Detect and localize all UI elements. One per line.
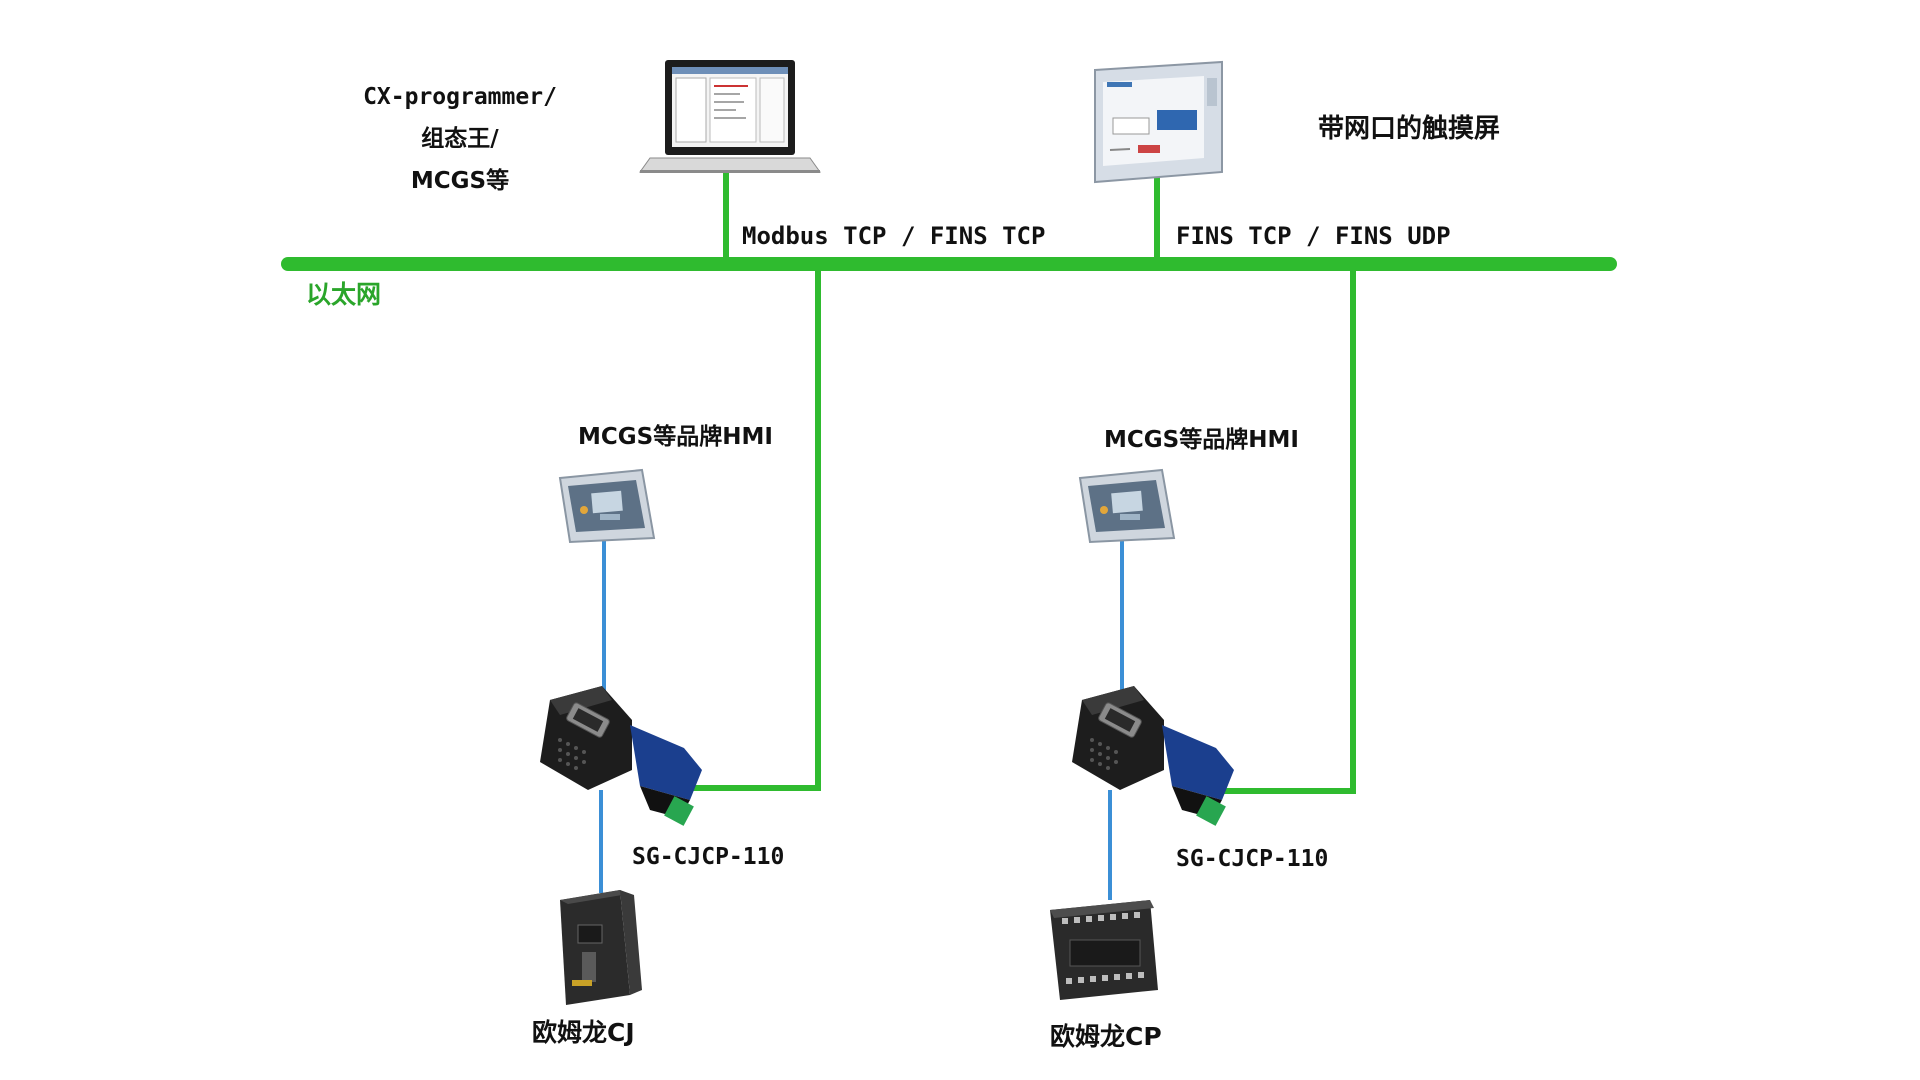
- protocol-left-label: Modbus TCP / FINS TCP: [742, 222, 1046, 250]
- software-label-line-3: MCGS等: [410, 168, 510, 194]
- adapter-right-label: SG-CJCP-110: [1176, 846, 1329, 872]
- software-label-line-2: 组态王/: [421, 126, 499, 152]
- ethernet-adapter-icon-right: [1072, 686, 1234, 826]
- adapter-left-label: SG-CJCP-110: [632, 844, 785, 870]
- adapter-left-link: [680, 266, 821, 791]
- protocol-right-label: FINS TCP / FINS UDP: [1176, 222, 1451, 250]
- plc-cj-icon: [560, 890, 642, 1005]
- network-label: 以太网: [306, 280, 382, 309]
- laptop-icon: [639, 60, 821, 173]
- ethernet-adapter-icon-left: [540, 686, 702, 826]
- software-label: CX-programmer/ 组态王/ MCGS等: [340, 76, 580, 202]
- plc-cp-icon: [1050, 900, 1158, 1000]
- hmi-panel-icon-left: [558, 468, 656, 544]
- software-label-line-1: CX-programmer/: [363, 84, 557, 110]
- touch-screen-icon: [1094, 60, 1223, 184]
- hmi-right-label: MCGS等品牌HMI: [1104, 427, 1299, 453]
- hmi-panel-icon-right: [1078, 468, 1176, 544]
- plc-cp-label: 欧姆龙CP: [1050, 1022, 1162, 1051]
- hmi-left-label: MCGS等品牌HMI: [578, 424, 773, 450]
- adapter-right-link: [1212, 266, 1356, 794]
- plc-cj-label: 欧姆龙CJ: [532, 1018, 635, 1047]
- touchscreen-label: 带网口的触摸屏: [1318, 114, 1501, 144]
